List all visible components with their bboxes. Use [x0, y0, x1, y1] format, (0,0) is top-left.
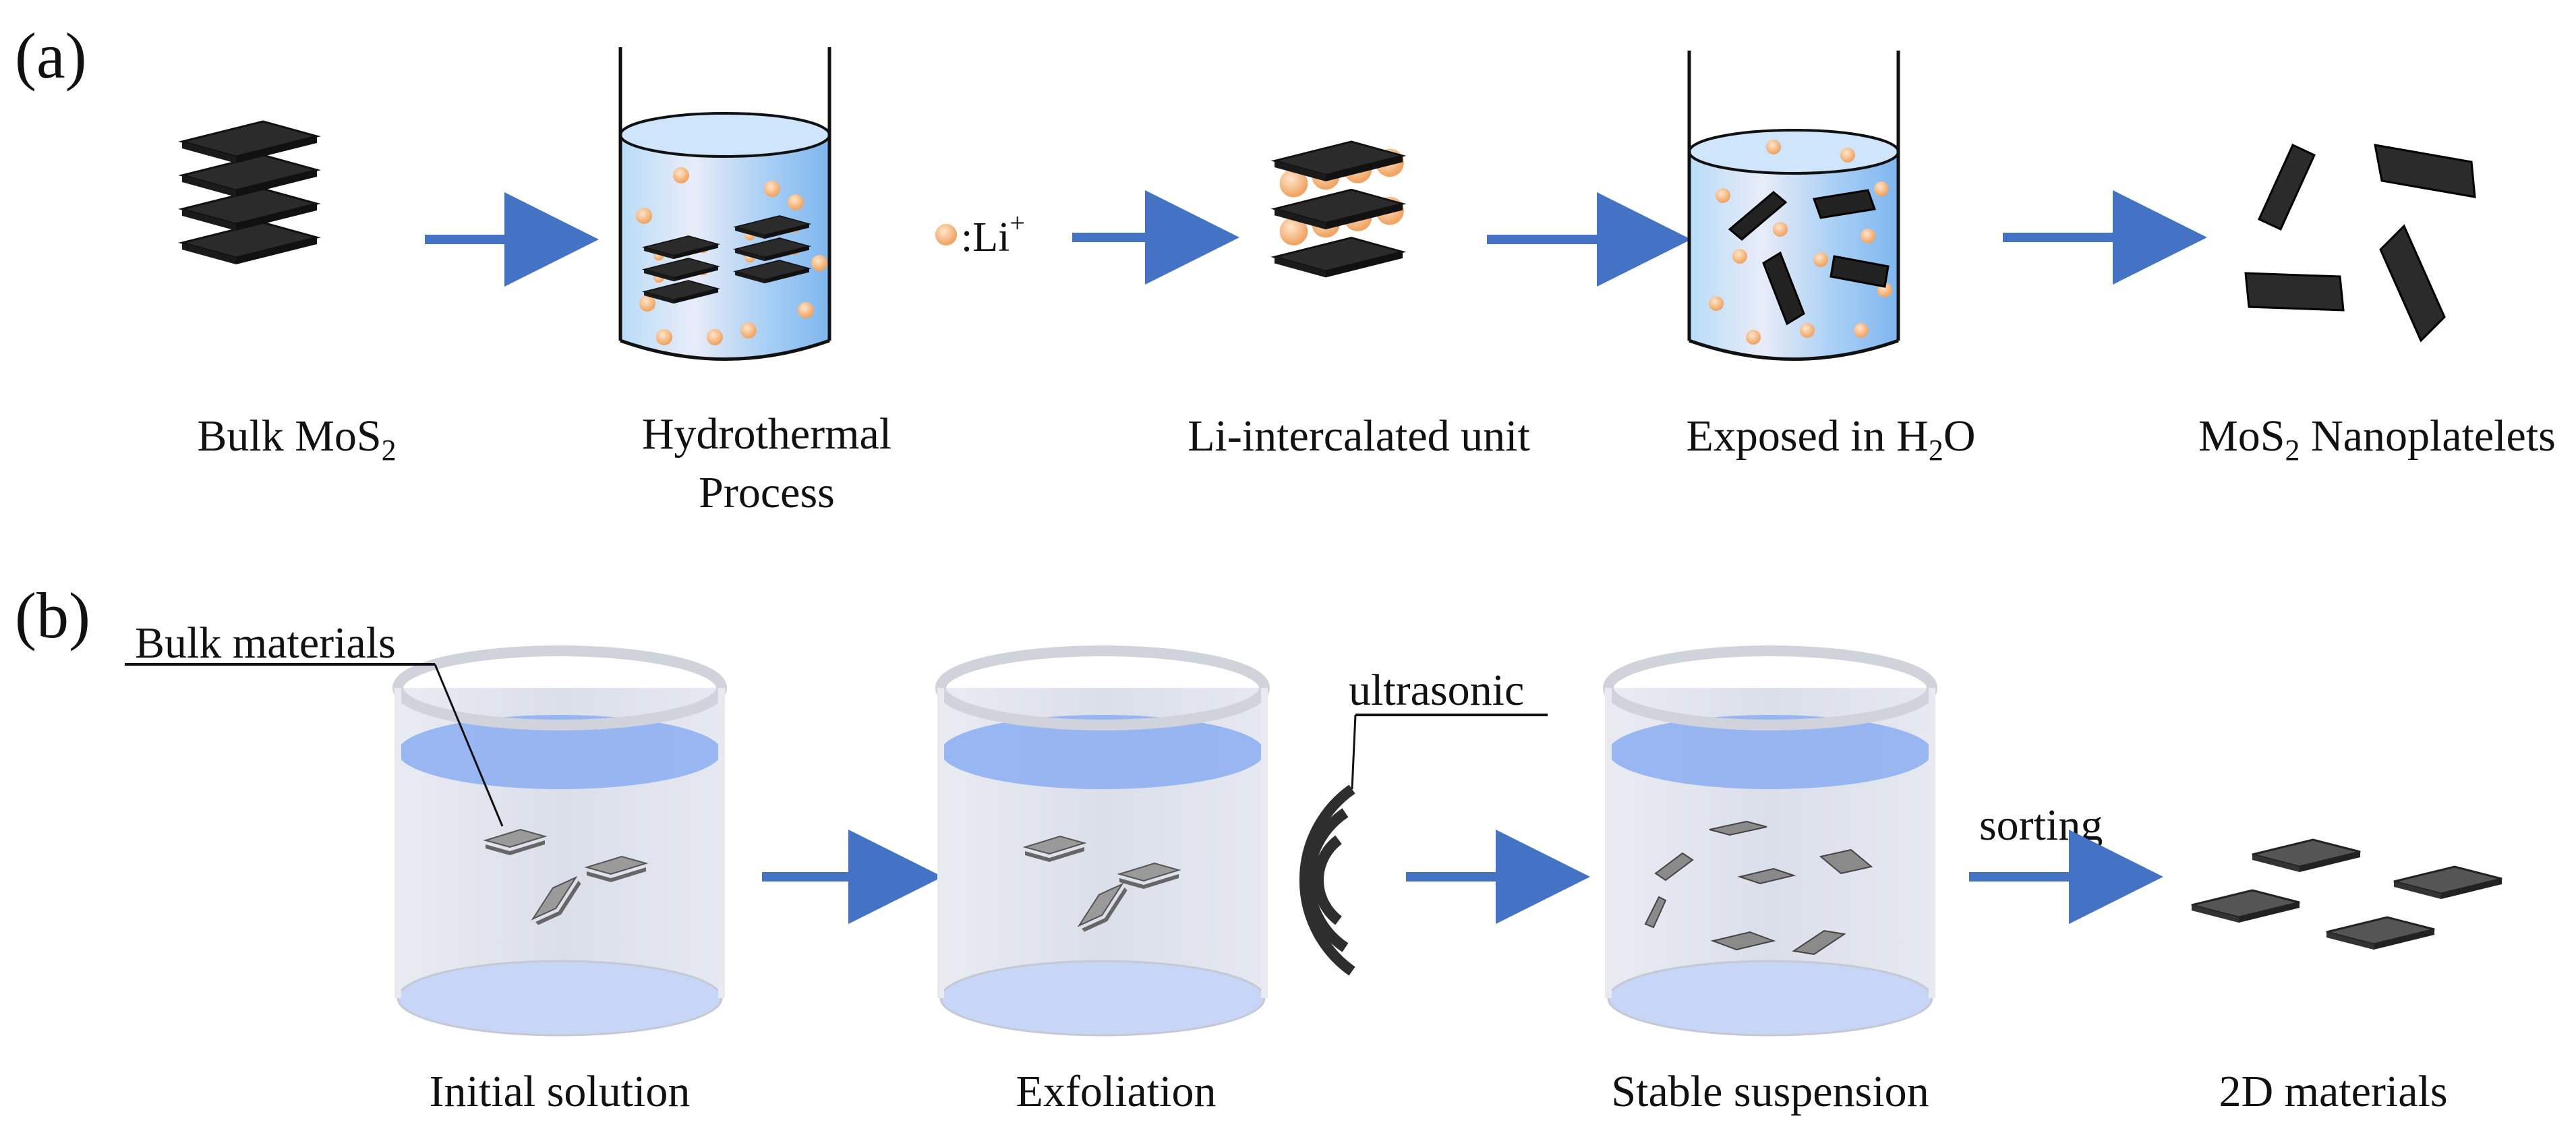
ultrasonic-leader	[1351, 714, 1357, 790]
ultrasonic-label: ultrasonic	[1349, 666, 1524, 715]
ions-beaker-1	[636, 167, 827, 345]
caption-initial-solution: Initial solution	[430, 1067, 691, 1116]
caption-hydrothermal-1: Hydrothermal	[642, 409, 891, 459]
2d-material-tiles	[2190, 838, 2503, 951]
bulk-materials-label: Bulk materials	[135, 618, 396, 668]
cylinder-exfoliation	[935, 645, 1270, 1037]
caption-bulk-mos2: Bulk MoS2	[197, 411, 396, 467]
caption-stable-suspension: Stable suspension	[1611, 1067, 1929, 1116]
panel-b-label: (b)	[15, 579, 90, 652]
ultrasonic-waves-icon	[1299, 784, 1355, 976]
li-ion-legend-icon	[935, 224, 957, 245]
caption-hydrothermal-2: Process	[699, 468, 835, 517]
caption-li-intercalated: Li-intercalated unit	[1188, 411, 1530, 461]
platelets-in-water	[1728, 189, 1890, 326]
intercalated-stack-right	[734, 215, 810, 284]
mos2-nanoplatelets	[2244, 143, 2476, 343]
intercalated-stack-left	[643, 235, 719, 304]
caption-exfoliation: Exfoliation	[1016, 1067, 1217, 1116]
bulk-mos2-stack	[181, 120, 318, 266]
li-intercalated-unit	[1273, 140, 1404, 279]
caption-2d-materials: 2D materials	[2219, 1067, 2447, 1116]
water-beaker	[1687, 51, 1900, 361]
cylinder-initial	[392, 645, 727, 1037]
hydrothermal-beaker	[618, 47, 831, 361]
sorting-label: sorting	[1979, 801, 2103, 850]
caption-mos2-nanoplatelets: MoS2 Nanoplatelets	[2198, 411, 2556, 467]
caption-exposed-h2o: Exposed in H2O	[1687, 411, 1976, 467]
li-ion-legend-label: :Li+	[961, 208, 1025, 260]
cylinder-stable-suspension	[1603, 645, 1937, 1037]
panel-a-label: (a)	[15, 20, 87, 92]
bulk-materials-pointer	[434, 664, 504, 827]
